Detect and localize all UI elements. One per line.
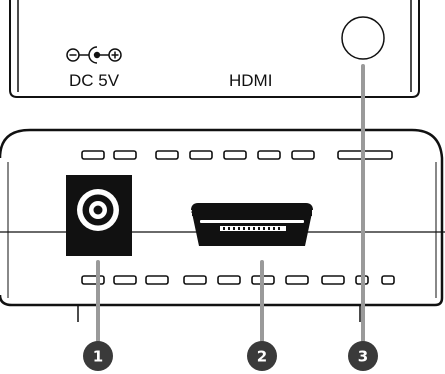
vent-slot <box>183 275 207 285</box>
callout-badge-1: 1 <box>83 341 113 371</box>
vent-slot <box>257 150 281 160</box>
vent-slot <box>113 150 137 160</box>
vent-slot <box>321 275 345 285</box>
callout-number-2: 2 <box>257 348 267 366</box>
vent-slot <box>81 150 105 160</box>
vent-slot <box>381 275 395 285</box>
callout-number-3: 3 <box>358 348 368 366</box>
bottom-vent-row <box>81 275 395 285</box>
callout-number-1: 1 <box>93 348 103 366</box>
vent-slot <box>285 275 309 285</box>
vent-slot <box>145 275 169 285</box>
callout-badge-3: 3 <box>348 341 378 371</box>
callout-badge-2: 2 <box>247 341 277 371</box>
vent-slot <box>189 150 213 160</box>
vent-slot <box>291 150 315 160</box>
top-vent-row <box>81 150 393 160</box>
vent-slot <box>155 150 179 160</box>
vent-slot <box>113 275 137 285</box>
hdmi-label: HDMI <box>229 71 272 90</box>
vent-slot <box>81 275 105 285</box>
dc-5v-label: DC 5V <box>69 71 120 90</box>
housing-outline <box>0 128 444 307</box>
dc-5v-port <box>66 175 132 256</box>
vent-slot <box>223 150 247 160</box>
ir-window <box>341 16 385 60</box>
dc-polarity-icon <box>66 46 122 64</box>
hdmi-port <box>191 203 313 246</box>
device-top-panel: DC 5V HDMI <box>9 0 420 98</box>
top-panel-outline <box>9 0 420 98</box>
vent-slot <box>217 275 241 285</box>
callout-lines <box>96 64 365 344</box>
